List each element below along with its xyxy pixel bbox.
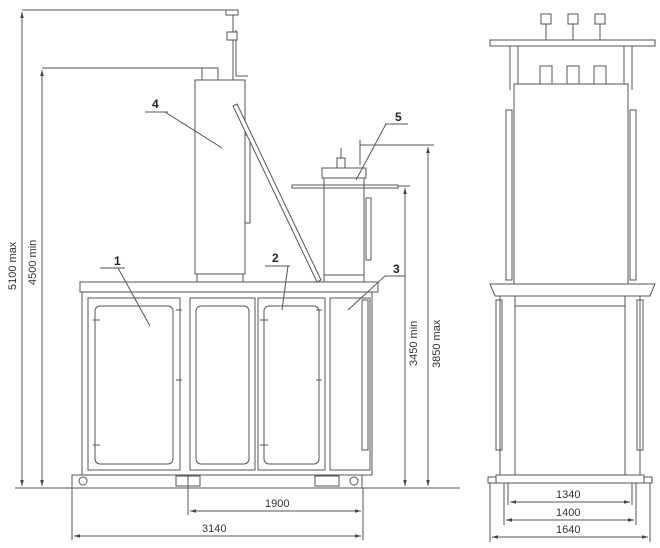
- tank-5: [323, 177, 365, 279]
- svg-text:3: 3: [393, 262, 400, 276]
- dim-3450: 3450 min: [398, 185, 420, 486]
- callout-3: 3: [347, 262, 405, 311]
- svg-text:1340: 1340: [556, 489, 580, 501]
- svg-text:3140: 3140: [202, 523, 226, 535]
- svg-text:1900: 1900: [265, 498, 289, 510]
- dim-1900: 1900: [187, 476, 364, 540]
- top-frame: [489, 39, 656, 47]
- cabinet-door-2a: [189, 297, 256, 471]
- svg-text:3450 min: 3450 min: [408, 321, 420, 366]
- dim-5100: 5100 max: [7, 9, 230, 486]
- svg-text:4: 4: [152, 97, 159, 111]
- svg-text:3850 max: 3850 max: [431, 319, 443, 368]
- top-plate: [79, 281, 379, 293]
- side-tank: [513, 83, 629, 285]
- svg-text:5100 max: 5100 max: [7, 241, 19, 290]
- dim-1640: 1640: [489, 483, 651, 542]
- cross-plate: [489, 283, 656, 297]
- dim-1340: 1340: [507, 483, 633, 505]
- svg-text:1640: 1640: [556, 524, 580, 536]
- svg-text:1: 1: [114, 254, 121, 268]
- side-view: [487, 13, 656, 484]
- dim-3850: 3850 max: [360, 144, 443, 486]
- dim-4500: 4500 min: [27, 67, 205, 486]
- cabinet-door-2b: [257, 297, 326, 471]
- svg-text:4500 min: 4500 min: [27, 240, 39, 285]
- bushing: [201, 67, 219, 81]
- svg-text:5: 5: [395, 110, 402, 124]
- dim-3140: 3140: [71, 488, 361, 540]
- callout-5: 5: [355, 110, 408, 181]
- callout-4: 4: [145, 97, 223, 149]
- cabinet-door-3: [329, 297, 371, 471]
- dim-1400: 1400: [503, 483, 637, 525]
- callout-2: 2: [265, 251, 290, 311]
- front-view: 1 2 3 4 5: [71, 9, 408, 489]
- pipe: [232, 103, 322, 283]
- svg-text:2: 2: [272, 251, 279, 265]
- cabinet-door-1: [87, 297, 181, 471]
- callout-1: 1: [100, 254, 151, 327]
- side-frame: [499, 295, 641, 477]
- svg-text:1400: 1400: [556, 507, 580, 519]
- base-mount-right: [314, 475, 340, 487]
